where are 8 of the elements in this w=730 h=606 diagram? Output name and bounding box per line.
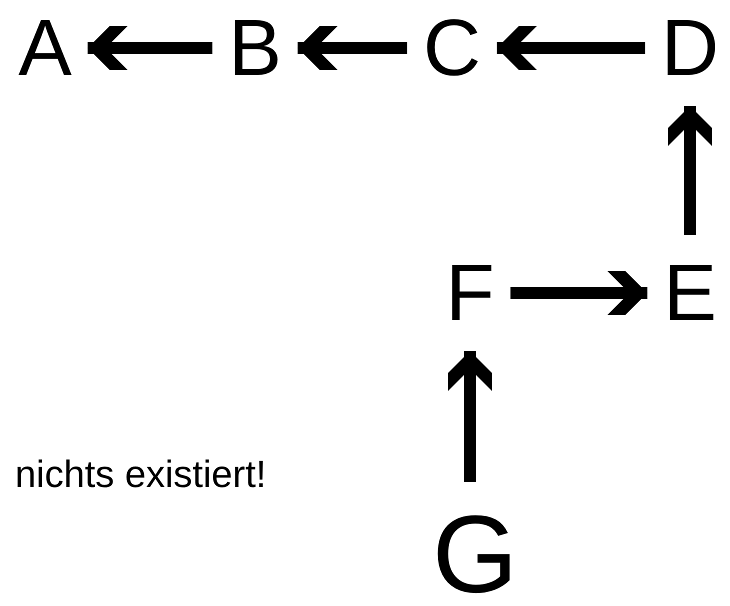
node-letter: C <box>423 3 481 92</box>
node-letter: G <box>432 493 518 606</box>
node-letter: E <box>663 248 717 337</box>
node-letter: B <box>228 3 282 92</box>
note-text: nichts existiert! <box>15 456 266 494</box>
node-letter: D <box>661 3 719 92</box>
node-letter: A <box>18 3 72 92</box>
node-letter: F <box>446 248 494 337</box>
